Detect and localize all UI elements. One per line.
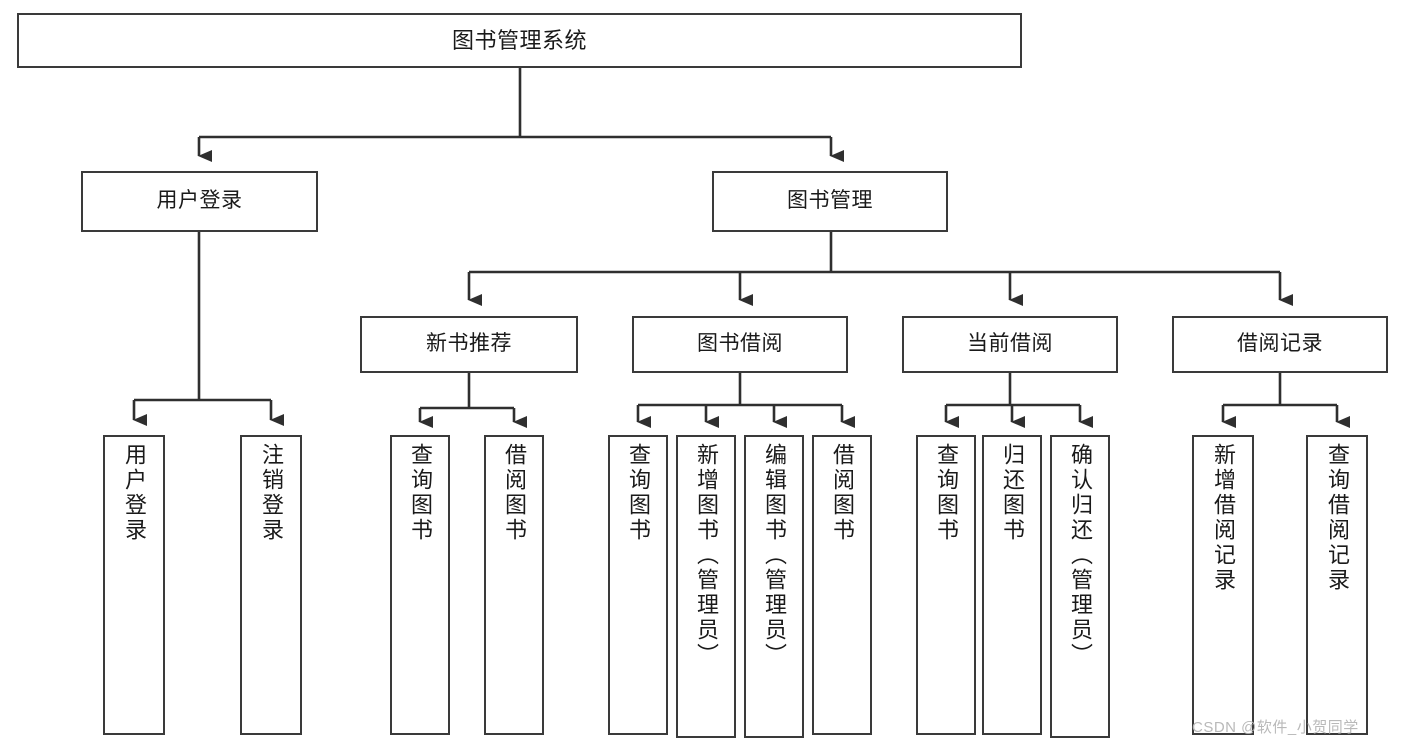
- leaf-add-borrow-record[interactable]: 新增借阅记录: [1192, 435, 1254, 735]
- leaf-edit-book-admin[interactable]: 编辑图书（管理员）: [744, 435, 804, 738]
- node-new-book-recommend[interactable]: 新书推荐: [360, 316, 578, 373]
- node-label: 借阅图书: [502, 443, 527, 543]
- node-label: 新书推荐: [426, 332, 512, 356]
- node-label: 图书管理系统: [451, 27, 587, 53]
- node-borrow-records[interactable]: 借阅记录: [1172, 316, 1388, 373]
- node-label: 查询图书: [626, 443, 651, 543]
- node-book-management[interactable]: 图书管理: [712, 171, 948, 232]
- node-label: 注销登录: [259, 443, 284, 543]
- node-label: 借阅图书: [830, 443, 855, 543]
- node-book-borrow[interactable]: 图书借阅: [632, 316, 848, 373]
- leaf-query-books-recommend[interactable]: 查询图书: [390, 435, 450, 735]
- leaf-logout[interactable]: 注销登录: [240, 435, 302, 735]
- node-label: 确认归还（管理员）: [1068, 443, 1093, 668]
- node-label: 图书借阅: [697, 332, 783, 356]
- node-label: 归还图书: [1000, 443, 1025, 543]
- node-label: 编辑图书（管理员）: [762, 443, 787, 668]
- node-label: 查询图书: [934, 443, 959, 543]
- node-current-borrow[interactable]: 当前借阅: [902, 316, 1118, 373]
- node-user-login[interactable]: 用户登录: [81, 171, 318, 232]
- leaf-add-book-admin[interactable]: 新增图书（管理员）: [676, 435, 736, 738]
- leaf-query-books-borrow[interactable]: 查询图书: [608, 435, 668, 735]
- leaf-borrow-books-recommend[interactable]: 借阅图书: [484, 435, 544, 735]
- node-label: 查询图书: [408, 443, 433, 543]
- node-label: 用户登录: [156, 189, 243, 213]
- leaf-return-book[interactable]: 归还图书: [982, 435, 1042, 735]
- leaf-user-login[interactable]: 用户登录: [103, 435, 165, 735]
- node-label: 用户登录: [122, 443, 147, 543]
- node-root-system[interactable]: 图书管理系统: [17, 13, 1022, 68]
- node-label: 图书管理: [787, 189, 873, 213]
- leaf-query-books-current[interactable]: 查询图书: [916, 435, 976, 735]
- leaf-borrow-book[interactable]: 借阅图书: [812, 435, 872, 735]
- node-label: 新增图书（管理员）: [694, 443, 719, 668]
- node-label: 新增借阅记录: [1211, 443, 1236, 593]
- node-label: 借阅记录: [1237, 332, 1323, 356]
- leaf-query-borrow-record[interactable]: 查询借阅记录: [1306, 435, 1368, 735]
- node-label: 查询借阅记录: [1325, 443, 1350, 593]
- node-label: 当前借阅: [967, 332, 1053, 356]
- leaf-confirm-return-admin[interactable]: 确认归还（管理员）: [1050, 435, 1110, 738]
- watermark-text: CSDN @软件_小贺同学: [1192, 719, 1359, 736]
